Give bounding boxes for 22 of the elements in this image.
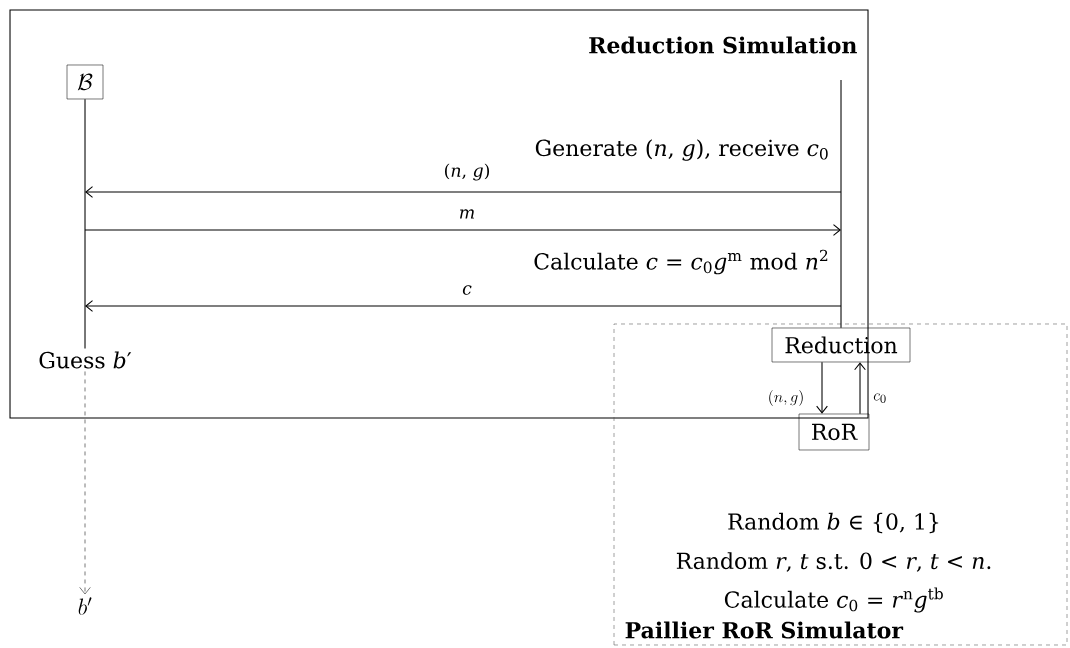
note-text: Calculate c = c$_{0}$g$^{m}$ mod n$^{2}$ [534,249,828,275]
message-label: c [462,285,472,295]
note-text: Guess b′ [39,351,132,369]
step-text: Calculate c$_{0}$ = r$^{n}$g$^{tb}$ [724,587,943,613]
heading: Paillier RoR Simulator [625,621,904,639]
process-box: Reduction [771,327,911,363]
lifeline [84,98,86,350]
arrow [79,371,91,595]
step-text: Random r, t s.t. 0 < r, t < n. [676,552,991,572]
arrow [816,361,828,414]
step-text: Random b ∈ {0, 1} [728,512,939,534]
note-text: Generate (n, g), receive c$_{0}$ [535,139,828,161]
lifeline [840,79,842,329]
heading: Reduction Simulation [589,36,857,54]
edge-label: $(n,g)$ [769,390,803,406]
process-box: $\mathcal{B}$ [66,64,104,100]
message-label: (n, g) [445,163,490,181]
arrow [854,362,866,415]
variable-label: $b'$ [78,597,92,615]
message-label: m [460,209,475,219]
edge-label: $c_0$ [873,393,886,403]
process-box: RoR [798,413,870,451]
